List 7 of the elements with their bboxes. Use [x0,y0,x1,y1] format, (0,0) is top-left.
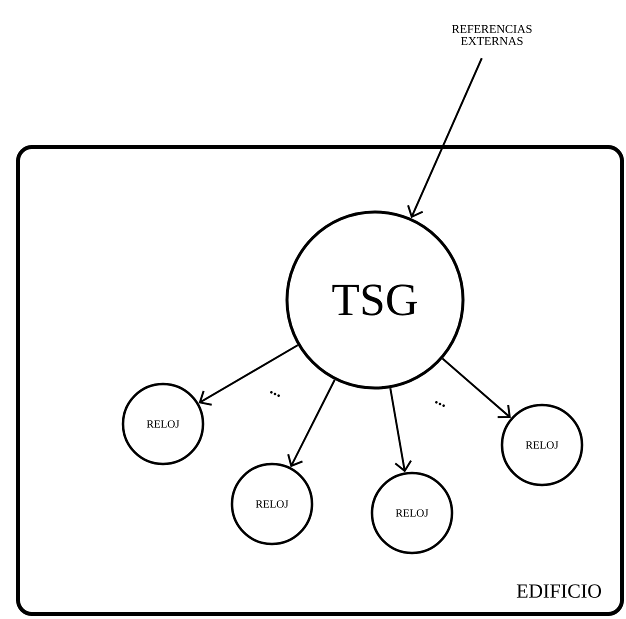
arrow [287,379,336,468]
arrow [389,388,412,472]
arrow [442,358,511,418]
arrow [198,344,298,406]
reference-label: REFERENCIAS EXTERNAS [452,24,532,46]
ellipsis-label: ... [270,391,280,397]
arrow [407,58,483,218]
